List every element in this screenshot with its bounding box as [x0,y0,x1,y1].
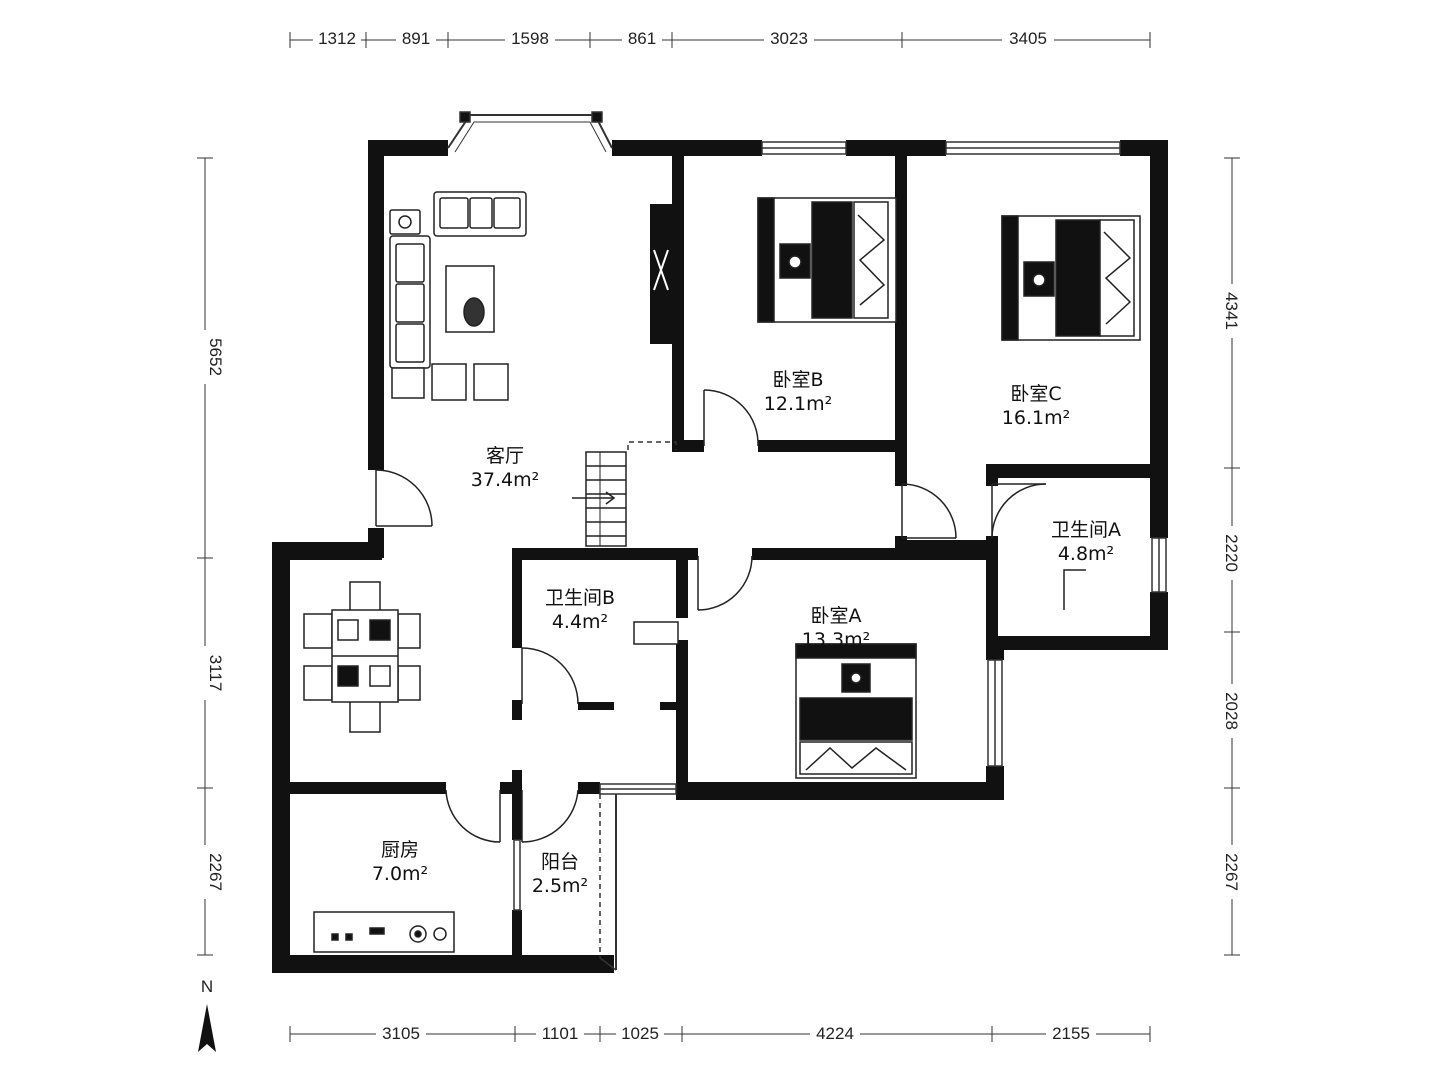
dim-top-1: 1312 [318,29,356,48]
north-compass: N [198,977,216,1052]
kitchen-counter [313,911,455,953]
room-name-bedroom-b: 卧室B [772,369,823,391]
room-name-balcony: 阳台 [541,851,579,873]
dim-top-3: 1598 [511,29,549,48]
room-name-bedroom-a: 卧室A [811,605,862,627]
dim-left-3: 2267 [206,853,225,891]
north-arrow-icon [198,1004,216,1052]
compass-label: N [201,977,213,996]
dim-top-6: 3405 [1009,29,1047,48]
doors [375,389,1047,843]
dim-bottom-2: 1101 [542,1024,579,1043]
dim-right-2: 2220 [1222,534,1241,572]
dim-right-1: 4341 [1222,292,1241,330]
bottom-dimension-line [289,1026,1151,1042]
dim-right-4: 2267 [1222,853,1241,891]
tv-cabinet [650,204,672,344]
shower-bathroom-a [1063,569,1086,610]
room-name-bathroom-a: 卫生间A [1051,519,1121,541]
room-area-kitchen: 7.0m² [372,863,428,885]
sink-bathroom-b [633,621,679,645]
room-area-living: 37.4m² [471,469,539,491]
door-balcony [521,789,579,843]
room-labels: 客厅 37.4m² 卧室B 12.1m² 卧室C 16.1m² 卫生间A 4.8… [372,369,1121,897]
room-area-bathroom-a: 4.8m² [1058,543,1114,565]
dim-top-5: 3023 [770,29,808,48]
bottom-dimension-labels: 3105 1101 1025 4224 2155 [376,1022,1096,1044]
dim-bottom-4: 4224 [816,1024,854,1043]
left-dimension-line [197,157,213,956]
room-name-bedroom-c: 卧室C [1010,383,1061,405]
walls [272,140,1168,973]
dim-left-2: 3117 [206,655,225,692]
right-dimension-labels: 4341 2220 2028 2267 [1220,284,1244,899]
dim-bottom-3: 1025 [621,1024,659,1043]
dim-right-3: 2028 [1222,692,1241,730]
room-area-bedroom-c: 16.1m² [1002,407,1070,429]
door-kitchen [445,789,501,843]
room-area-bathroom-b: 4.4m² [552,611,608,633]
door-bathroom-a [991,483,1047,539]
door-entrance [375,469,433,527]
living-sofa-set [389,191,527,401]
bed-bedroom-c [1001,215,1141,341]
dim-bottom-1: 3105 [382,1024,420,1043]
top-dimension-labels: 1312 891 1598 861 3023 3405 [313,28,1054,50]
room-name-living: 客厅 [486,445,524,467]
door-bedroom-c [901,483,957,539]
door-bedroom-a [697,555,753,611]
bed-bedroom-b [757,197,897,323]
door-bedroom-b [703,389,759,447]
dim-top-4: 861 [628,29,656,48]
dim-bottom-5: 2155 [1052,1024,1090,1043]
dim-left-1: 5652 [206,338,225,376]
room-name-bathroom-b: 卫生间B [545,587,615,609]
room-area-bedroom-b: 12.1m² [764,393,832,415]
room-area-bedroom-a: 13.3m² [802,629,870,651]
left-dimension-labels: 5652 3117 2267 [193,330,225,899]
stairs [572,451,627,547]
room-area-balcony: 2.5m² [532,875,588,897]
dim-top-2: 891 [402,29,430,48]
door-bathroom-b [521,647,579,705]
bed-bedroom-a [795,643,917,779]
windows [447,111,1167,971]
room-name-kitchen: 厨房 [381,839,419,861]
dining-table [303,581,421,733]
